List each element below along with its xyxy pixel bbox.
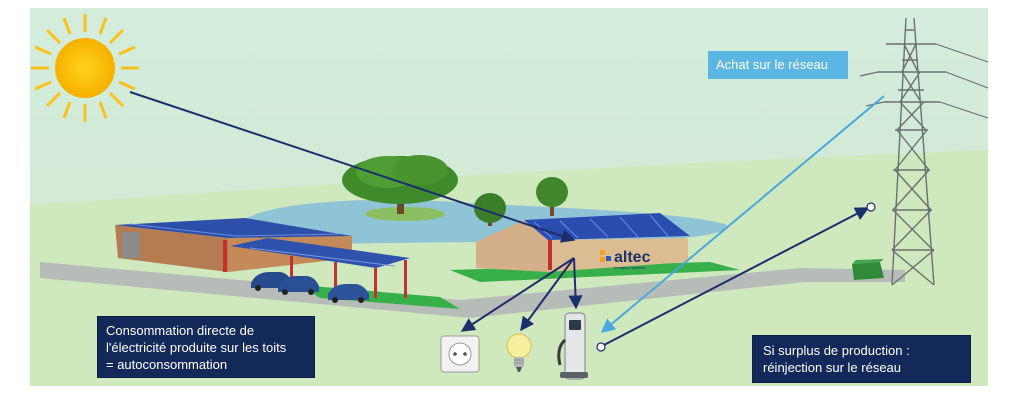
grid-purchase-label: Achat sur le réseau xyxy=(708,51,848,79)
energy-arrows xyxy=(129,91,885,352)
surplus-injection-label: Si surplus de production : réinjection s… xyxy=(752,335,971,383)
surplus-line-2: réinjection sur le réseau xyxy=(763,360,902,375)
surplus-line-1: Si surplus de production : xyxy=(763,343,910,358)
direct-consumption-line-2: l'électricité produite sur les toits xyxy=(106,340,287,355)
carport xyxy=(230,238,410,298)
sun-icon xyxy=(31,14,139,122)
transformer-box xyxy=(852,259,884,280)
arrow-grid-injection xyxy=(601,207,870,347)
direct-consumption-line-3: = autoconsommation xyxy=(106,357,228,372)
direct-consumption-label: Consommation directe de l'électricité pr… xyxy=(97,316,315,378)
arrow-to-charger xyxy=(568,257,583,310)
ev-charger-icon xyxy=(557,312,588,380)
wall-socket-icon xyxy=(440,335,480,373)
road xyxy=(40,262,905,318)
grid-purchase-text: Achat sur le réseau xyxy=(716,57,829,72)
arrow-origin-point xyxy=(596,342,606,352)
light-bulb-icon xyxy=(506,333,532,372)
altec-logo-tagline: énergies hybrides xyxy=(614,265,646,270)
arrow-grid-purchase xyxy=(600,95,885,333)
arrow-sun-to-roof xyxy=(129,91,576,243)
altec-logo: altec énergies hybrides xyxy=(600,249,651,270)
tree-small-2 xyxy=(536,177,568,216)
arrow-target-point xyxy=(866,202,876,212)
lawn-strip xyxy=(450,262,740,282)
arrow-to-socket xyxy=(460,257,575,332)
car-2 xyxy=(278,276,319,295)
altec-logo-text: altec xyxy=(614,249,651,266)
power-pylon-icon xyxy=(859,17,989,286)
car-3 xyxy=(328,284,369,303)
arrow-to-bulb xyxy=(520,257,575,332)
island xyxy=(365,207,445,221)
direct-consumption-line-1: Consommation directe de xyxy=(106,323,255,338)
